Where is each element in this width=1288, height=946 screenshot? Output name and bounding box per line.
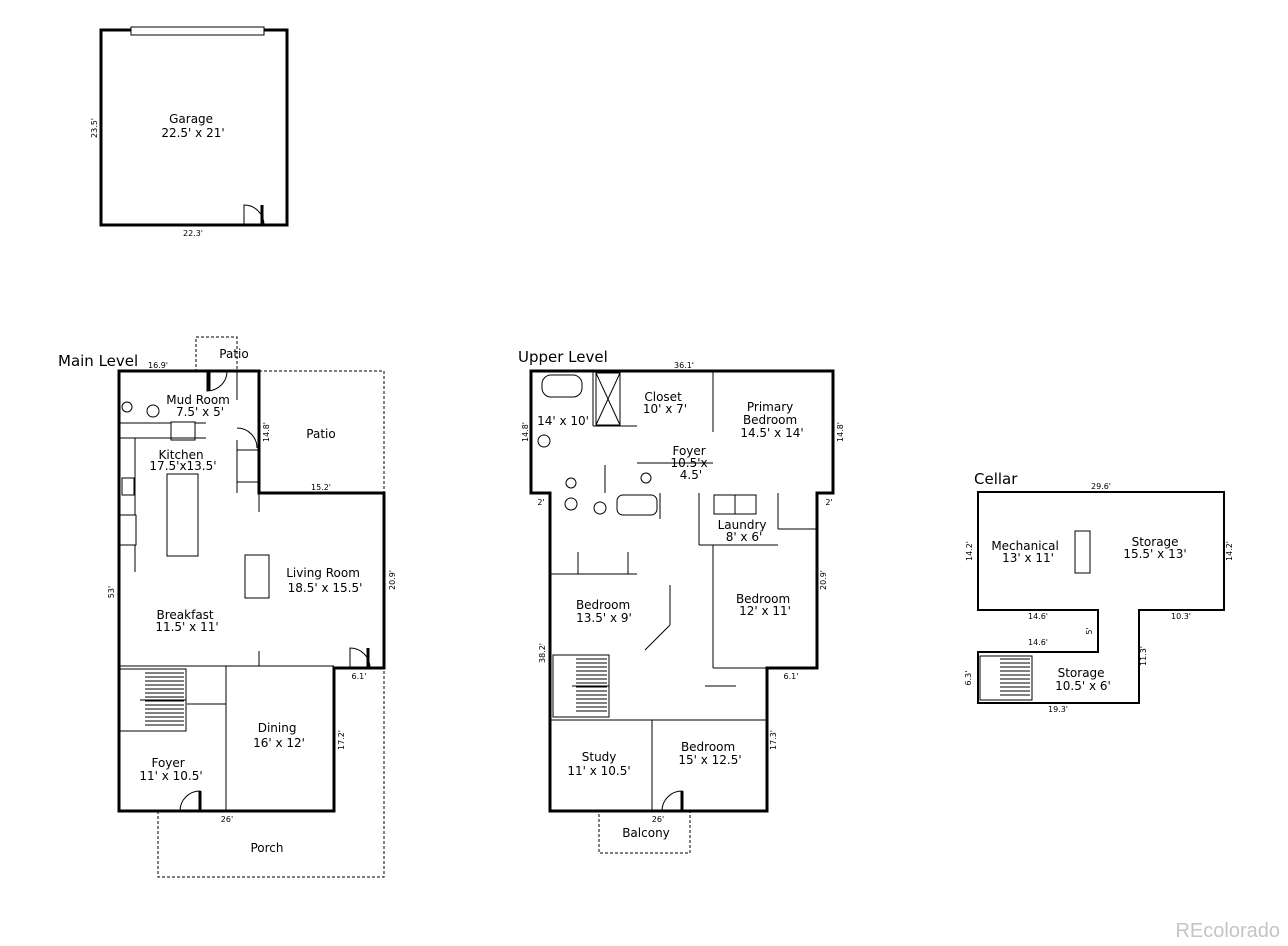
cellar-right-step-dim: 10.3' (1171, 612, 1191, 621)
upper-right-dim: 20.9' (819, 570, 828, 590)
cellar-title: Cellar (974, 470, 1018, 488)
storage-large-label: Storage 15.5' x 13' (1123, 535, 1186, 561)
breakfast-label: Breakfast 11.5' x 11' (155, 608, 218, 634)
cellar-bottom-dim: 19.3' (1048, 705, 1068, 714)
bedroom-right-label: Bedroom 12' x 11' (736, 592, 794, 618)
bedroom-bottom-label: Bedroom 15' x 12.5' (678, 740, 741, 767)
main-right-dim: 20.9' (388, 570, 397, 590)
upper-right-step-dim: 2' (825, 498, 832, 507)
shower-x2 (595, 372, 621, 426)
bedroom-left-label: Bedroom 13.5' x 9' (576, 598, 634, 625)
laundry-label: Laundry 8' x 6' (718, 518, 771, 544)
dining-label: Dining 16' x 12' (253, 721, 305, 750)
main-step-dim: 15.2' (311, 483, 331, 492)
foyer-main-label: Foyer 11' x 10.5' (139, 756, 202, 783)
study-label: Study 11' x 10.5' (567, 750, 630, 778)
bath2-tub (616, 494, 658, 516)
kitchen-island (166, 473, 199, 557)
garage-bottom-dim: 22.3' (183, 229, 203, 238)
bath2-sink-b (565, 477, 577, 489)
hall-door-swing (236, 427, 258, 449)
patio-top-label: Patio (219, 347, 248, 361)
cellar-top-dim: 29.6' (1091, 482, 1111, 491)
garage-label: Garage 22.5' x 21' (161, 112, 224, 140)
living-room-label: Living Room 18.5' x 15.5' (286, 566, 364, 595)
cellar-right-dim: 14.2' (1225, 541, 1234, 561)
upper-bottom-dim: 26' (652, 815, 664, 824)
cellar-lower-left-dim: 6.3' (964, 671, 973, 686)
mud-room-sink (146, 404, 160, 418)
upper-top-dim: 36.1' (674, 361, 694, 370)
main-level-walls (117, 369, 386, 813)
bath2-toilet (593, 501, 607, 515)
porch-label: Porch (250, 841, 283, 855)
balcony-label: Balcony (622, 826, 670, 840)
cellar-right-lower-dim: 11.3' (1139, 646, 1148, 666)
kitchen-sink (121, 477, 135, 496)
mechanical-unit (1074, 530, 1091, 574)
primary-bath-label: 14' x 10' (537, 414, 589, 428)
main-bottom-dim: 26' (221, 815, 233, 824)
bath-toilet (537, 434, 551, 448)
kitchen-counter-left (119, 437, 136, 572)
upper-left-step-dim: 2' (537, 498, 544, 507)
patio-side-label: Patio (306, 427, 335, 441)
foyer-upper-label: Foyer 10.5'x 4.5' (671, 444, 712, 482)
cellar-walls (977, 491, 1225, 704)
fireplace (244, 554, 270, 599)
cellar-inner-a-dim: 14.6' (1028, 612, 1048, 621)
watermark-logo: REcolorado (1175, 920, 1280, 942)
cellar-inner-v-dim: 5' (1085, 627, 1094, 634)
storage-small-label: Storage 10.5' x 6' (1055, 666, 1111, 693)
upper-level-plan: Upper Level (518, 348, 845, 854)
mechanical-label: Mechanical 13' x 11' (991, 539, 1062, 565)
upper-left-dim: 38.2' (538, 643, 547, 663)
main-level-plan: Main Level (58, 336, 397, 878)
garage-door (130, 26, 265, 36)
garage-side-dim: 23.5' (90, 118, 99, 138)
bathtub (541, 374, 583, 398)
main-level-title: Main Level (58, 352, 138, 370)
hall-toilet (640, 472, 652, 484)
cellar-inner-b-dim: 14.6' (1028, 638, 1048, 647)
kitchen-label: Kitchen 17.5'x13.5' (149, 448, 216, 473)
kitchen-range-top (170, 421, 196, 441)
garage-plan: Garage 22.5' x 21' 23.5' 22.3' (90, 26, 289, 238)
cooktop (119, 514, 137, 546)
upper-left-top-dim: 14.8' (521, 422, 530, 442)
mud-room-door-swing (206, 370, 228, 392)
cellar-plan: Cellar Mechanical 13' x 11' Storage 15.5… (964, 470, 1234, 714)
main-notch-dim: 6.1' (352, 672, 367, 681)
bath2-sink (564, 497, 578, 511)
upper-right-bottom-dim: 17.3' (769, 730, 778, 750)
main-dining-right-dim: 17.2' (337, 730, 346, 750)
primary-bedroom-label: Primary Bedroom 14.5' x 14' (740, 400, 803, 440)
main-mud-right-dim: 14.8' (262, 422, 271, 442)
cellar-left-dim: 14.2' (965, 541, 974, 561)
balcony-door (661, 790, 683, 812)
mud-room-label: Mud Room 7.5' x 5' (166, 393, 233, 419)
main-top-dim: 16.9' (148, 361, 168, 370)
garage-entry-door (243, 204, 265, 226)
bedroom-left-door (644, 624, 671, 651)
patio-side-outline (259, 370, 385, 493)
closet-label: Closet 10' x 7' (643, 390, 687, 416)
front-door-swing (179, 790, 201, 812)
upper-level-title: Upper Level (518, 348, 608, 366)
mud-room-toilet (121, 401, 133, 413)
upper-notch-dim: 6.1' (784, 672, 799, 681)
main-left-dim: 53' (107, 586, 116, 598)
upper-right-top-dim: 14.8' (836, 422, 845, 442)
living-exit-door (349, 647, 371, 669)
